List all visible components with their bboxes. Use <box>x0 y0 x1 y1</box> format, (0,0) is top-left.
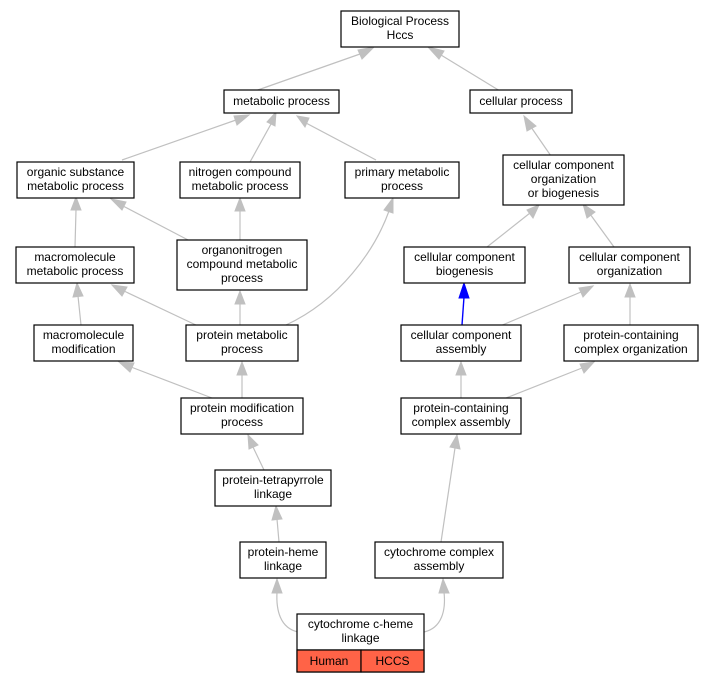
svg-text:linkage: linkage <box>264 559 302 573</box>
svg-text:macromolecule: macromolecule <box>34 250 116 264</box>
edge-organic-to-metabolic <box>121 119 237 161</box>
svg-text:Biological Process: Biological Process <box>351 14 449 28</box>
node-metabolic-process[interactable]: metabolic process <box>223 89 340 114</box>
tag-hccs <box>360 649 425 673</box>
node-cellular-component-organization[interactable]: cellular component organization <box>568 246 691 284</box>
node-macromolecule-metabolic-process[interactable]: macromolecule metabolic process <box>15 246 135 284</box>
node-cellular-component-biogenesis[interactable]: cellular component biogenesis <box>403 246 526 284</box>
tag-hccs-label: HCCS <box>375 654 409 668</box>
svg-text:macromolecule: macromolecule <box>43 328 125 342</box>
svg-text:organonitrogen: organonitrogen <box>202 243 283 257</box>
node-protein-containing-complex-organization[interactable]: protein-containing complex organization <box>563 324 699 362</box>
edges <box>70 46 636 633</box>
node-protein-heme-linkage[interactable]: protein-heme linkage <box>239 541 327 579</box>
edge-leaf-to-cytassembly <box>423 591 446 633</box>
node-cytochrome-complex-assembly[interactable]: cytochrome complex assembly <box>374 541 504 579</box>
edge-protmod-to-macromod <box>130 366 213 399</box>
svg-text:cellular component: cellular component <box>411 328 512 342</box>
svg-text:process: process <box>221 271 263 285</box>
svg-text:biogenesis: biogenesis <box>436 264 493 278</box>
svg-text:organization: organization <box>531 172 596 186</box>
svg-text:primary metabolic: primary metabolic <box>355 165 450 179</box>
edge-macromet-to-organic <box>74 209 77 248</box>
edge-protmet-to-primary <box>285 210 390 326</box>
svg-text:protein metabolic: protein metabolic <box>196 328 287 342</box>
edge-ccassembly-to-ccorg <box>499 291 582 327</box>
node-macromolecule-modification[interactable]: macromolecule modification <box>33 324 134 362</box>
edge-primary-to-metabolic <box>305 122 377 161</box>
svg-text:nitrogen compound: nitrogen compound <box>189 165 292 179</box>
svg-text:protein-containing: protein-containing <box>413 401 508 415</box>
edge-nitrogen-to-metabolic <box>249 123 272 163</box>
svg-text:organization: organization <box>597 264 662 278</box>
node-protein-containing-complex-assembly[interactable]: protein-containing complex assembly <box>400 397 522 435</box>
nodes: Biological Process Hccs metabolic proces… <box>15 10 699 673</box>
edge-protmet-to-macromet <box>123 290 199 327</box>
svg-text:metabolic process: metabolic process <box>233 94 330 108</box>
edge-leaf-to-heme <box>276 591 299 633</box>
edge-heme-to-tetrapyrrole <box>276 518 280 543</box>
svg-text:modification: modification <box>51 342 115 356</box>
edge-pcca-to-pcco <box>505 367 583 399</box>
edge-ccbio-to-ccob <box>486 212 531 248</box>
svg-text:assembly: assembly <box>436 342 487 356</box>
svg-text:cellular process: cellular process <box>479 94 562 108</box>
edge-ccob-to-cellular <box>530 126 552 157</box>
svg-text:linkage: linkage <box>341 631 379 645</box>
edge-tetrapyrrole-to-protmod <box>252 446 265 471</box>
node-cellular-component-organization-or-biogenesis[interactable]: cellular component organization or bioge… <box>502 154 625 206</box>
svg-text:protein modification: protein modification <box>190 401 294 415</box>
edge-metabolic-to-root <box>254 53 361 92</box>
svg-text:organic substance: organic substance <box>27 165 125 179</box>
svg-text:protein-containing: protein-containing <box>583 328 678 342</box>
svg-text:protein-heme: protein-heme <box>248 545 319 559</box>
node-primary-metabolic-process[interactable]: primary metabolic process <box>344 161 460 199</box>
edge-cytassembly-to-pcca <box>440 447 456 543</box>
svg-text:assembly: assembly <box>414 559 465 573</box>
svg-text:compound metabolic: compound metabolic <box>187 257 298 271</box>
svg-text:linkage: linkage <box>254 487 292 501</box>
node-protein-modification-process[interactable]: protein modification process <box>180 397 304 435</box>
node-biological-process[interactable]: Biological Process Hccs <box>340 10 460 48</box>
svg-text:metabolic process: metabolic process <box>27 264 124 278</box>
svg-text:cellular component: cellular component <box>414 250 515 264</box>
svg-text:process: process <box>381 179 423 193</box>
edge-organonitrogen-to-organic <box>122 205 191 242</box>
node-cytochrome-c-heme-linkage[interactable]: cytochrome c-heme linkage Human HCCS <box>296 613 425 673</box>
edge-macromod-to-macromet <box>77 295 82 326</box>
svg-text:complex assembly: complex assembly <box>412 415 511 429</box>
node-cellular-process[interactable]: cellular process <box>469 89 573 114</box>
node-protein-metabolic-process[interactable]: protein metabolic process <box>185 324 299 362</box>
svg-text:or biogenesis: or biogenesis <box>528 186 599 200</box>
svg-text:protein-tetrapyrrole: protein-tetrapyrrole <box>222 473 324 487</box>
node-organic-substance-metabolic-process[interactable]: organic substance metabolic process <box>16 161 135 199</box>
svg-text:cellular component: cellular component <box>513 158 614 172</box>
svg-text:cellular component: cellular component <box>579 250 680 264</box>
node-cellular-component-assembly[interactable]: cellular component assembly <box>400 324 522 362</box>
svg-text:metabolic process: metabolic process <box>27 179 124 193</box>
svg-text:metabolic process: metabolic process <box>192 179 289 193</box>
svg-text:Hccs: Hccs <box>387 28 414 42</box>
edge-ccassembly-to-ccbio <box>461 296 465 326</box>
node-nitrogen-compound-metabolic-process[interactable]: nitrogen compound metabolic process <box>179 161 301 199</box>
svg-text:cytochrome c-heme: cytochrome c-heme <box>308 617 414 631</box>
node-protein-tetrapyrrole-linkage[interactable]: protein-tetrapyrrole linkage <box>214 469 332 507</box>
svg-text:process: process <box>221 415 263 429</box>
edge-cellular-to-root <box>440 54 501 92</box>
svg-text:cytochrome complex: cytochrome complex <box>384 545 494 559</box>
svg-text:process: process <box>221 342 263 356</box>
edge-ccorg-to-ccob <box>589 213 615 248</box>
node-organonitrogen-compound-metabolic-process[interactable]: organonitrogen compound metabolic proces… <box>176 239 308 291</box>
tag-human-label: Human <box>310 654 349 668</box>
svg-text:complex organization: complex organization <box>574 342 687 356</box>
